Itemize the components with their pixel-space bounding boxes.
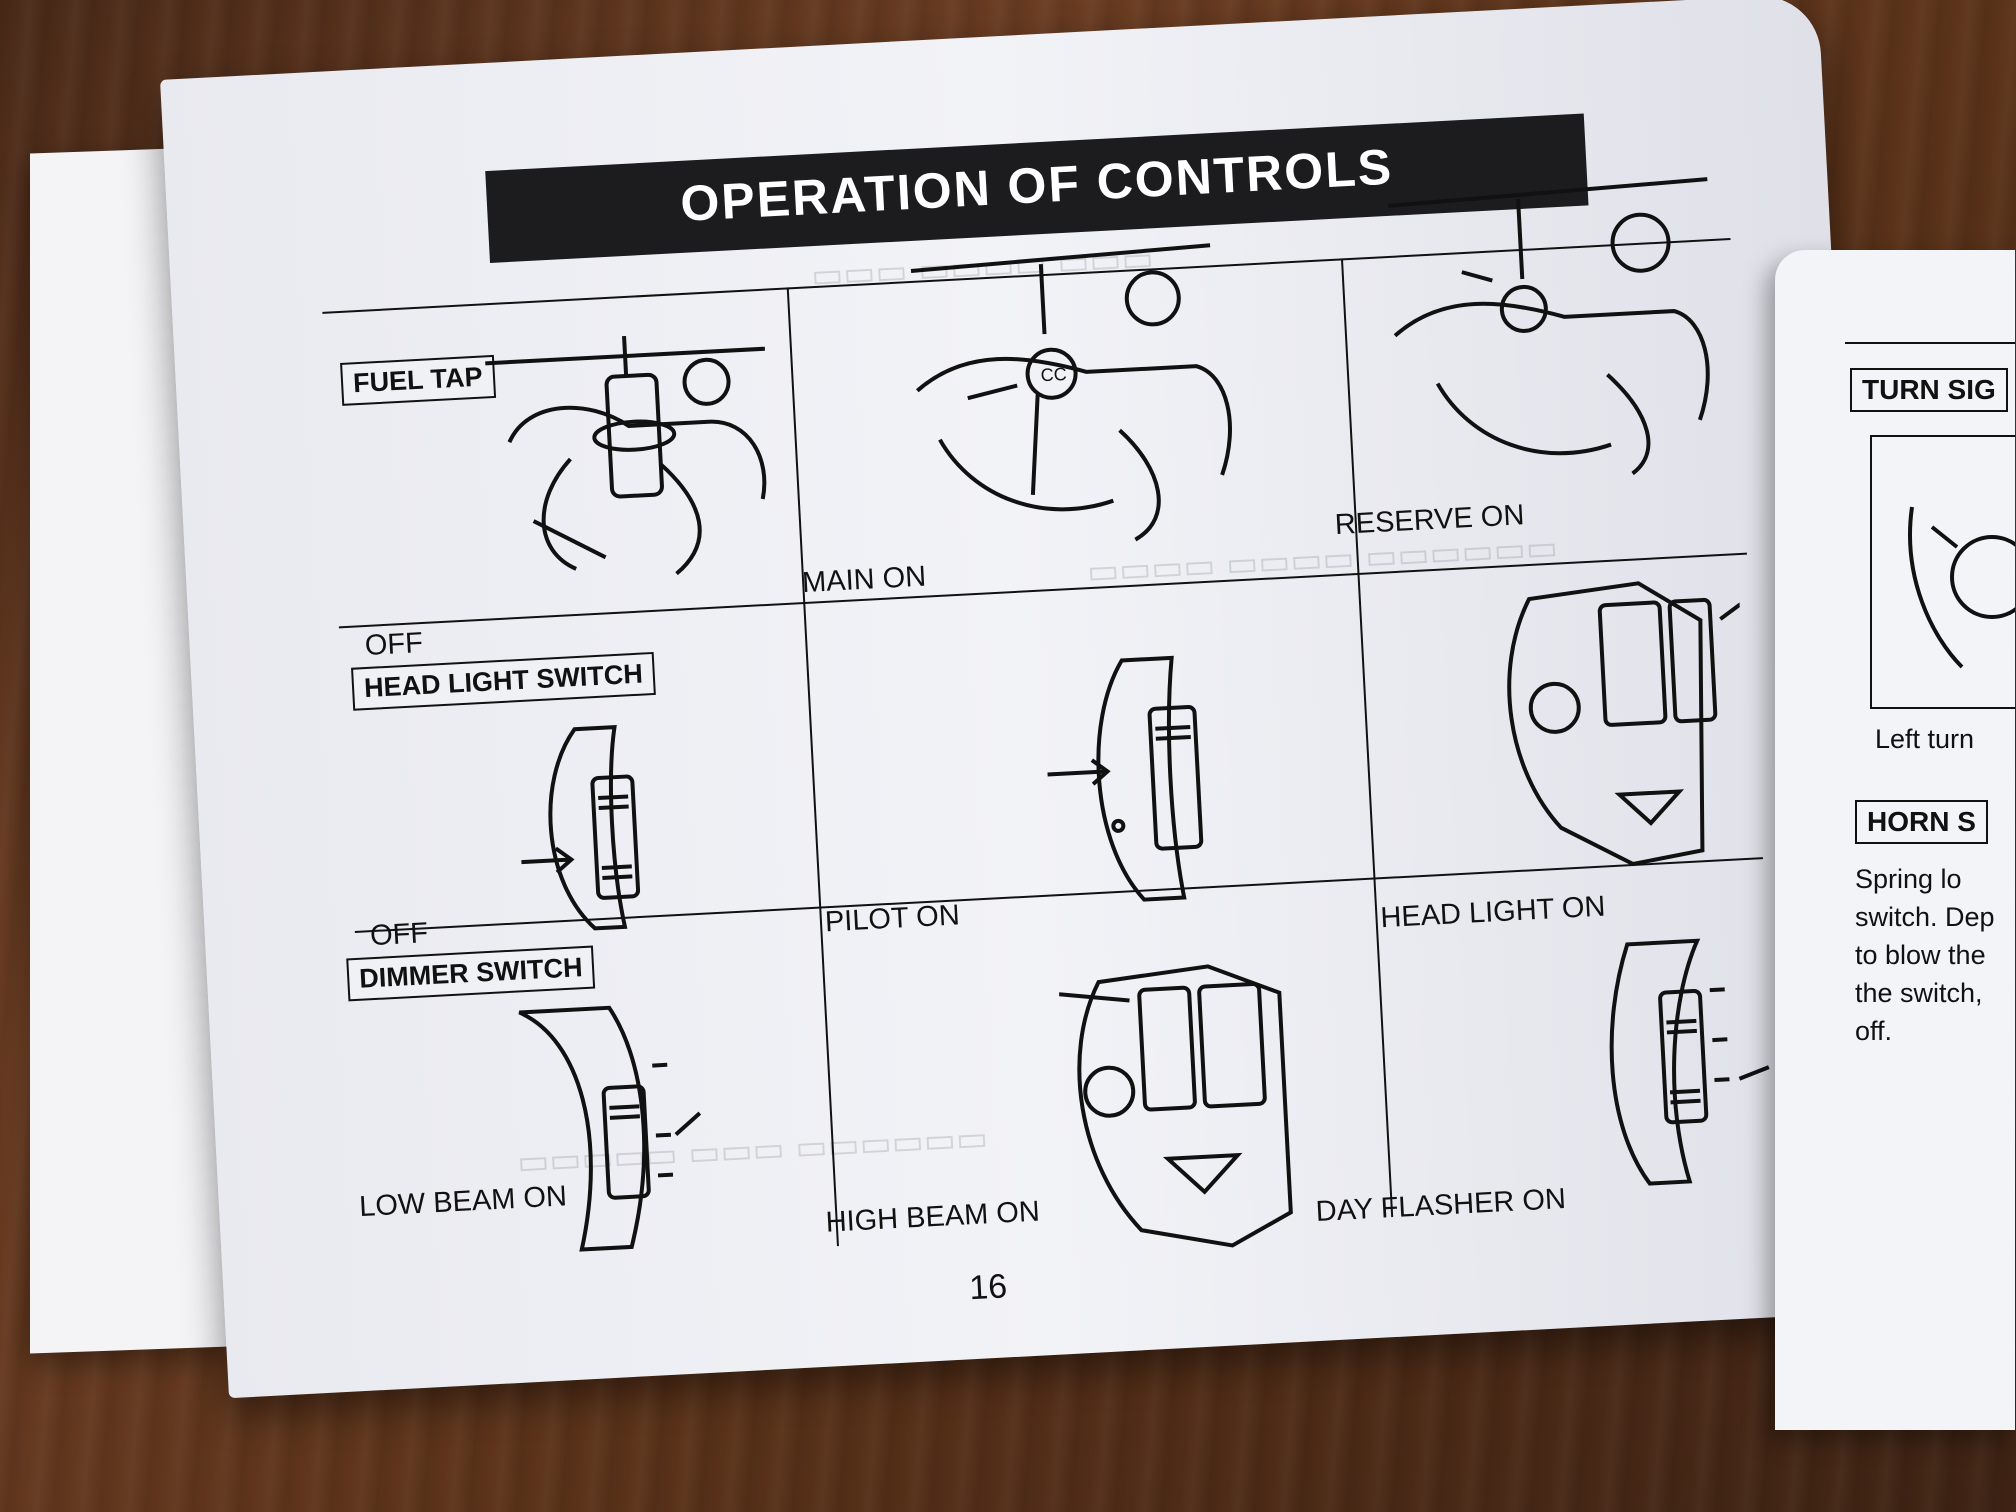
head-light-caption-off: OFF bbox=[369, 917, 429, 953]
horn-text-line: the switch, bbox=[1855, 978, 1983, 1008]
dimmer-day-flasher-illustration bbox=[1609, 938, 1770, 1186]
horn-text-line: switch. Dep bbox=[1855, 902, 1995, 932]
horn-text-line: off. bbox=[1855, 1016, 1893, 1046]
horn-switch-label: HORN S bbox=[1855, 800, 1988, 844]
manual-booklet: ▭▭▭ ▭▭▭▭ ▭▭▭ ▭▭▭▭▭▭ ▭▭▭▭ ▭▭▭▭ ▭▭▭▭▭▭ ▭▭▭… bbox=[30, 0, 2015, 1450]
turn-signal-label: TURN SIG bbox=[1850, 368, 2008, 412]
dimmer-high-beam-illustration bbox=[1058, 964, 1293, 1248]
head-light-caption-pilot: PILOT ON bbox=[824, 899, 961, 939]
turn-signal-illustration-frame bbox=[1870, 435, 2015, 709]
head-light-on-illustration bbox=[1507, 581, 1751, 867]
head-light-off-illustration bbox=[521, 724, 641, 931]
svg-text:CC: CC bbox=[1040, 364, 1067, 385]
manual-page-16: ▭▭▭ ▭▭▭▭ ▭▭▭ ▭▭▭▭▭▭ ▭▭▭▭ ▭▭▭▭ ▭▭▭▭▭▭ ▭▭▭… bbox=[160, 0, 1887, 1399]
horn-text-line: Spring lo bbox=[1855, 864, 1962, 894]
fuel-tap-off-illustration bbox=[485, 335, 767, 576]
facing-page-rule bbox=[1845, 342, 2015, 344]
horn-text-line: to blow the bbox=[1855, 940, 1986, 970]
turn-signal-illustration bbox=[1908, 506, 2015, 669]
fuel-tap-reserve-illustration bbox=[1388, 177, 1710, 476]
page-number: 16 bbox=[968, 1267, 1009, 1308]
fuel-tap-caption-off: OFF bbox=[364, 627, 424, 663]
dimmer-low-beam-illustration bbox=[518, 1005, 702, 1252]
head-light-pilot-illustration bbox=[1047, 655, 1204, 902]
turn-signal-caption: Left turn bbox=[1875, 724, 1975, 754]
facing-page: TURN SIG Left turn HORN S Spring lo swit… bbox=[1775, 250, 2015, 1430]
fuel-tap-main-illustration: CC bbox=[910, 243, 1232, 542]
fuel-tap-caption-main: MAIN ON bbox=[801, 560, 927, 600]
